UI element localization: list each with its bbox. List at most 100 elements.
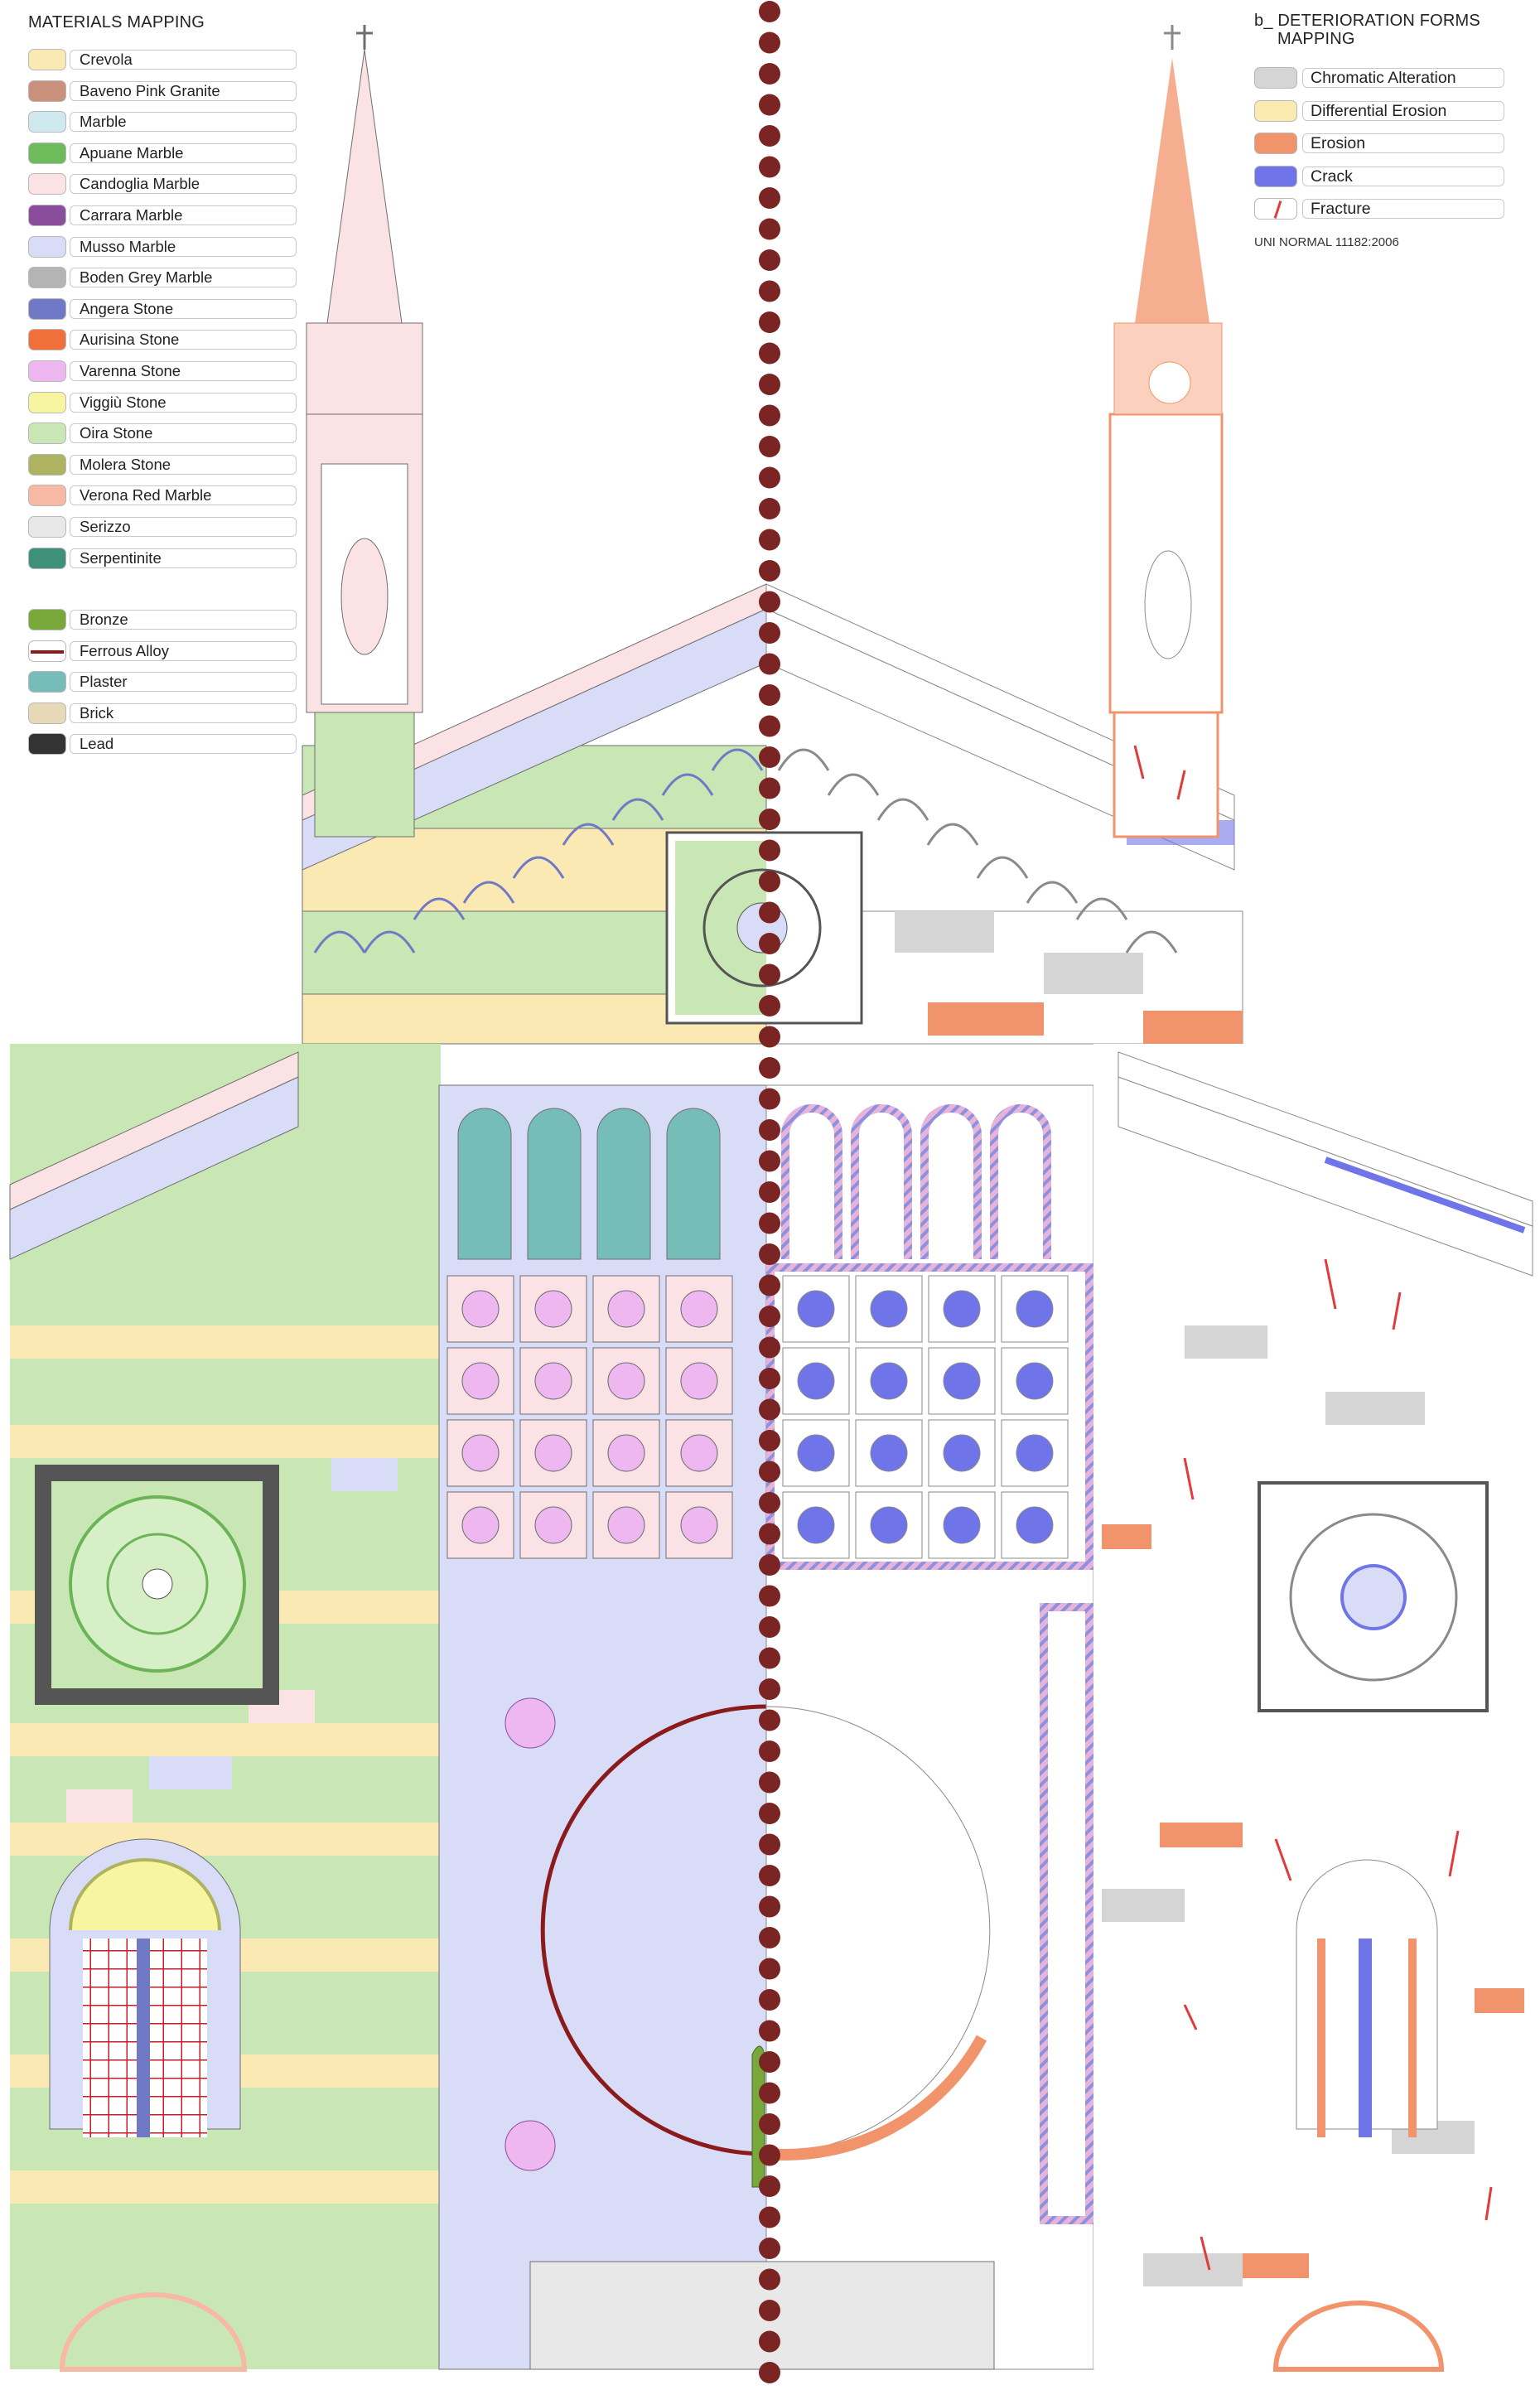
divider-dot bbox=[759, 1958, 780, 1980]
divider-dot bbox=[759, 2175, 780, 2197]
divider-dot bbox=[759, 187, 780, 209]
deterioration-label: Differential Erosion bbox=[1302, 100, 1504, 121]
metal-swatch bbox=[28, 640, 66, 662]
metal-swatch bbox=[28, 702, 66, 724]
rosette-icon bbox=[607, 1362, 645, 1400]
divider-dot bbox=[759, 1398, 780, 1421]
material-swatch bbox=[28, 142, 66, 164]
divider-dot bbox=[759, 963, 780, 986]
material-swatch bbox=[28, 173, 66, 196]
material-label: Candoglia Marble bbox=[70, 174, 297, 195]
divider-dot bbox=[759, 995, 780, 1016]
deterioration-legend: b_ DETERIORATION FORMS MAPPING UNI NORMA… bbox=[1254, 12, 1511, 260]
divider-dot bbox=[759, 1057, 780, 1079]
divider-dot bbox=[759, 1368, 780, 1389]
rosette-icon bbox=[607, 1434, 645, 1472]
material-swatch bbox=[28, 297, 66, 320]
divider-dot bbox=[759, 1088, 780, 1110]
metal-label: Bronze bbox=[70, 610, 297, 630]
divider-dot bbox=[759, 342, 780, 365]
divider-dot bbox=[759, 901, 780, 924]
deterioration-swatch bbox=[1254, 67, 1297, 89]
material-label: Verona Red Marble bbox=[70, 485, 297, 506]
rosette-icon bbox=[680, 1290, 718, 1328]
divider-dot bbox=[759, 622, 780, 644]
rosette-icon bbox=[1016, 1434, 1054, 1472]
material-label: Carrara Marble bbox=[70, 205, 297, 225]
divider-dot bbox=[759, 374, 780, 395]
rosette-icon bbox=[1016, 1506, 1054, 1544]
rosette-icon bbox=[461, 1290, 500, 1328]
rosette-icon bbox=[870, 1362, 908, 1400]
divider-dot bbox=[759, 1492, 780, 1514]
material-label: Musso Marble bbox=[70, 236, 297, 257]
rosette-icon bbox=[1016, 1290, 1054, 1328]
divider-dot bbox=[759, 560, 780, 582]
divider-dot bbox=[759, 2051, 780, 2073]
rosette-icon bbox=[870, 1290, 908, 1328]
material-label: Baveno Pink Granite bbox=[70, 80, 297, 101]
divider-dot bbox=[759, 809, 780, 830]
divider-dot bbox=[759, 1833, 780, 1856]
divider-dot bbox=[759, 933, 780, 954]
divider-dot bbox=[759, 1336, 780, 1359]
rosette-icon bbox=[797, 1362, 835, 1400]
divider-dot bbox=[759, 1647, 780, 1669]
divider-dot bbox=[759, 1, 780, 22]
rosette-icon bbox=[797, 1290, 835, 1328]
metal-label: Lead bbox=[70, 734, 297, 755]
deterioration-legend-title-line1: b_ DETERIORATION FORMS bbox=[1254, 12, 1480, 30]
divider-dot bbox=[759, 839, 780, 862]
divider-dot bbox=[759, 404, 780, 427]
materials-legend-title: MATERIALS MAPPING bbox=[28, 13, 205, 31]
divider-dot bbox=[759, 436, 780, 457]
divider-dot bbox=[759, 529, 780, 551]
right-spire bbox=[1108, 25, 1224, 838]
material-label: Oira Stone bbox=[70, 423, 297, 444]
rosette-icon bbox=[870, 1434, 908, 1472]
metal-label: Brick bbox=[70, 703, 297, 723]
divider-dot bbox=[759, 1554, 780, 1576]
divider-dot bbox=[759, 2144, 780, 2166]
right-wing-wall bbox=[1093, 1044, 1533, 2369]
divider-dot bbox=[759, 280, 780, 302]
divider-dot bbox=[759, 249, 780, 271]
rosette-icon bbox=[607, 1506, 645, 1544]
divider-dot bbox=[759, 1026, 780, 1048]
material-label: Varenna Stone bbox=[70, 361, 297, 381]
divider-dot bbox=[759, 2082, 780, 2104]
divider-dot bbox=[759, 1895, 780, 1918]
divider-dot bbox=[759, 2238, 780, 2259]
deterioration-swatch bbox=[1254, 133, 1297, 154]
divider-dot bbox=[759, 2206, 780, 2228]
divider-dot bbox=[759, 1523, 780, 1545]
rosette-icon bbox=[797, 1506, 835, 1544]
divider-dot bbox=[759, 746, 780, 768]
rosette-icon bbox=[680, 1506, 718, 1544]
material-swatch bbox=[28, 111, 66, 133]
divider-dot bbox=[759, 2113, 780, 2135]
divider-dot bbox=[759, 2268, 780, 2291]
divider-dot bbox=[759, 1430, 780, 1451]
rosette-icon bbox=[870, 1506, 908, 1544]
material-swatch bbox=[28, 205, 66, 226]
metal-label: Ferrous Alloy bbox=[70, 640, 297, 661]
material-label: Apuane Marble bbox=[70, 142, 297, 163]
material-swatch bbox=[28, 453, 66, 476]
material-label: Boden Grey Marble bbox=[70, 268, 297, 288]
material-swatch bbox=[28, 80, 66, 102]
left-spire bbox=[306, 25, 423, 838]
material-swatch bbox=[28, 485, 66, 507]
material-swatch bbox=[28, 360, 66, 382]
rosette-icon bbox=[943, 1290, 981, 1328]
rosette-icon bbox=[680, 1434, 718, 1472]
material-label: Viggiù Stone bbox=[70, 392, 297, 413]
divider-dot bbox=[759, 1989, 780, 2011]
divider-dot bbox=[759, 311, 780, 333]
material-swatch bbox=[28, 422, 66, 445]
divider-dot bbox=[759, 2330, 780, 2353]
divider-dot bbox=[759, 94, 780, 116]
material-label: Crevola bbox=[70, 50, 297, 70]
